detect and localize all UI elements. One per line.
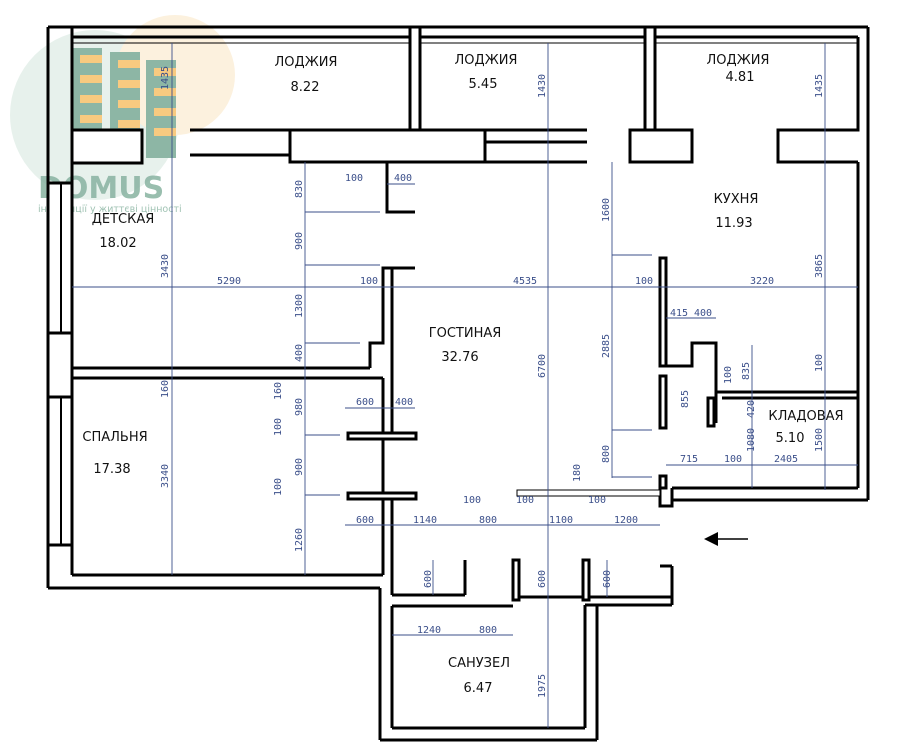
dim-label: 1260 <box>294 528 305 552</box>
room-name-kids-room: ДЕТСКАЯ <box>92 212 155 227</box>
dim-label: 600 <box>537 570 548 588</box>
dim-label: 900 <box>294 458 305 476</box>
dim-label: 600 <box>356 515 374 526</box>
dim-label: 1100 <box>549 515 573 526</box>
dim-label: 1430 <box>537 74 548 98</box>
room-area-loggia-2: 5.45 <box>469 77 498 92</box>
room-area-loggia-3: 4.81 <box>726 70 755 85</box>
domus-logo: DOMUS інвестиції у життєві цінності <box>10 15 235 215</box>
dim-label: 980 <box>294 398 305 416</box>
dim-label: 400 <box>395 397 413 408</box>
dim-label: 160 <box>160 380 171 398</box>
dim-label: 100 <box>463 495 481 506</box>
dim-label: 1140 <box>413 515 437 526</box>
dim-label: 160 <box>273 382 284 400</box>
dim-label: 100 <box>588 495 606 506</box>
room-area-bedroom: 17.38 <box>93 462 130 477</box>
room-area-bathroom: 6.47 <box>464 681 493 696</box>
dim-label: 715 <box>680 454 698 465</box>
dim-label: 100 <box>635 276 653 287</box>
dim-label: 415 <box>670 308 688 319</box>
dim-label: 5290 <box>217 276 241 287</box>
dim-label: 1435 <box>814 74 825 98</box>
room-name-bedroom: СПАЛЬНЯ <box>82 430 147 445</box>
dim-label: 1240 <box>417 625 441 636</box>
dim-label: 1080 <box>746 428 757 452</box>
room-labels: ЛОДЖИЯ 8.22 ЛОДЖИЯ 5.45 ЛОДЖИЯ 4.81 КУХН… <box>82 53 843 696</box>
dim-label: 835 <box>741 362 752 380</box>
dim-label: 180 <box>572 464 583 482</box>
dim-label: 600 <box>423 570 434 588</box>
dimension-labels: 1435 1430 1435 830 100 400 900 3430 5290… <box>160 66 825 698</box>
dim-label: 800 <box>601 445 612 463</box>
dim-label: 400 <box>294 344 305 362</box>
entrance-arrow-icon <box>704 532 748 546</box>
dim-label: 6700 <box>537 354 548 378</box>
dim-label: 420 <box>746 400 757 418</box>
dim-label: 3220 <box>750 276 774 287</box>
logo-tagline: інвестиції у життєві цінності <box>38 204 182 215</box>
dim-label: 830 <box>294 180 305 198</box>
room-name-bathroom: САНУЗЕЛ <box>448 656 510 671</box>
dim-label: 1600 <box>601 198 612 222</box>
room-name-loggia-3: ЛОДЖИЯ <box>707 53 770 68</box>
dim-label: 3340 <box>160 464 171 488</box>
dim-label: 855 <box>680 390 691 408</box>
dim-label: 900 <box>294 232 305 250</box>
dim-label: 4535 <box>513 276 537 287</box>
dim-label: 100 <box>345 173 363 184</box>
dim-label: 600 <box>602 570 613 588</box>
dim-label: 2405 <box>774 454 798 465</box>
room-name-kitchen: КУХНЯ <box>714 192 759 207</box>
dim-label: 1435 <box>160 66 171 90</box>
dim-label: 1500 <box>814 428 825 452</box>
dim-label: 800 <box>479 515 497 526</box>
dim-label: 1975 <box>537 674 548 698</box>
walls <box>46 25 870 742</box>
dim-label: 100 <box>814 354 825 372</box>
dim-label: 100 <box>273 418 284 436</box>
room-area-living-room: 32.76 <box>441 350 478 365</box>
dim-label: 800 <box>479 625 497 636</box>
room-name-loggia-2: ЛОДЖИЯ <box>455 53 518 68</box>
dim-label: 100 <box>273 478 284 496</box>
dimension-lines <box>72 43 858 728</box>
dim-label: 3865 <box>814 254 825 278</box>
dim-label: 100 <box>360 276 378 287</box>
room-area-kitchen: 11.93 <box>715 216 752 231</box>
room-area-kids-room: 18.02 <box>99 236 136 251</box>
dim-label: 400 <box>394 173 412 184</box>
dim-label: 3430 <box>160 254 171 278</box>
dim-label: 100 <box>723 366 734 384</box>
dim-label: 400 <box>694 308 712 319</box>
dim-label: 1200 <box>614 515 638 526</box>
room-area-loggia-1: 8.22 <box>291 80 320 95</box>
dim-label: 100 <box>516 495 534 506</box>
dim-label: 2885 <box>601 334 612 358</box>
dim-label: 100 <box>724 454 742 465</box>
room-area-storage: 5.10 <box>776 431 805 446</box>
dim-label: 1300 <box>294 294 305 318</box>
room-name-loggia-1: ЛОДЖИЯ <box>275 55 338 70</box>
room-name-living-room: ГОСТИНАЯ <box>429 326 502 341</box>
dim-label: 600 <box>356 397 374 408</box>
room-name-storage: КЛАДОВАЯ <box>768 409 843 424</box>
